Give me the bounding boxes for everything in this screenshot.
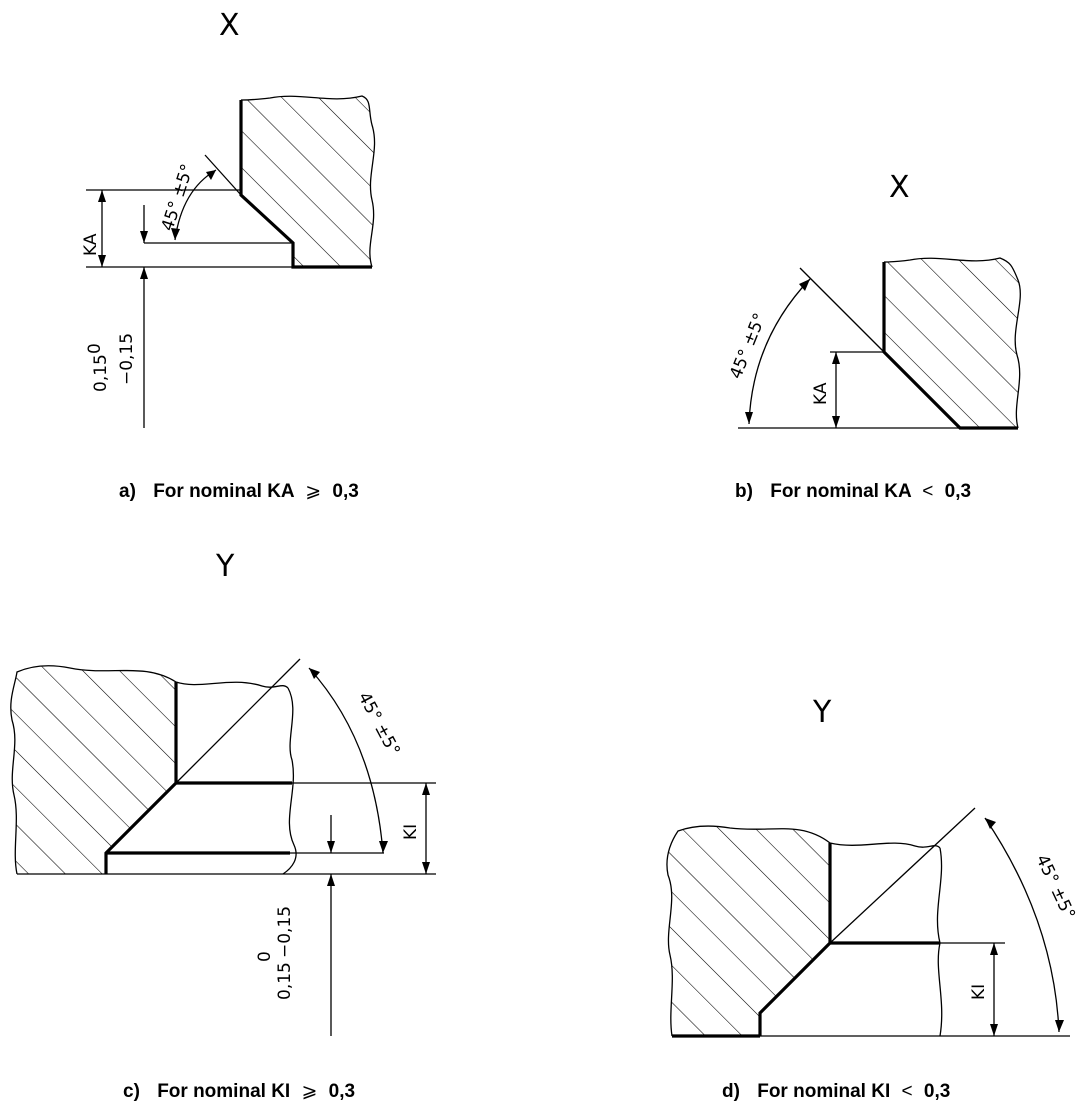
- view-d: Y 45° ±5° KI: [666, 695, 1079, 1038]
- view-c-break-left: [10, 665, 177, 875]
- view-d-break-right-lower: [937, 942, 943, 1037]
- view-c: Y 45° ±5° KI 0,15 0 −0,15: [10, 549, 436, 1036]
- view-b-angle-leader: [799, 267, 885, 353]
- view-c-section: [10, 665, 176, 874]
- view-c-angle-arc: [308, 667, 384, 854]
- view-c-angle-label: 45° ±5°: [354, 689, 404, 759]
- view-a-ka-label: KA: [81, 233, 101, 256]
- view-c-arrow-down: [422, 862, 430, 874]
- view-a-tol-upper: 0: [85, 343, 105, 354]
- view-c-angle-leader: [175, 658, 301, 784]
- caption-d-text: For nominal KI: [757, 1081, 890, 1102]
- view-d-angle-arc: [984, 817, 1060, 1033]
- caption-a-symbol: ⩾: [305, 481, 321, 502]
- view-a: X 45° ±5° KA 0,15 0 −0,15: [81, 8, 376, 428]
- view-d-break-left: [666, 825, 831, 1037]
- view-c-ki-label: KI: [401, 824, 421, 840]
- view-c-break-top: [175, 681, 289, 689]
- view-a-angle-label: 45° ±5°: [158, 162, 198, 234]
- view-d-angle-arrow-2: [1055, 1020, 1064, 1032]
- view-c-tol-lower: −0,15: [275, 906, 295, 958]
- caption-a: a) For nominal KA ⩾ 0,3: [119, 481, 359, 502]
- view-b-ka-label: KA: [811, 382, 831, 405]
- view-b-angle-arrow-1: [799, 279, 810, 291]
- view-a-tol-lower: −0,15: [117, 333, 137, 385]
- caption-a-prefix: a): [119, 481, 136, 502]
- view-c-arrow-up: [422, 783, 430, 795]
- view-d-angle-label: 45° ±5°: [1031, 852, 1078, 923]
- view-b-section: [884, 258, 1021, 428]
- view-b-arrow-down: [832, 416, 840, 428]
- view-d-ki-label: KI: [969, 984, 989, 1000]
- caption-a-text: For nominal KA: [153, 481, 295, 502]
- caption-b-text: For nominal KA: [770, 481, 912, 502]
- view-b-angle-arc: [748, 278, 811, 425]
- view-d-section: [666, 826, 830, 1036]
- caption-c: c) For nominal KI ⩾ 0,3: [123, 1081, 355, 1102]
- view-d-break-top: [829, 842, 941, 849]
- caption-d-symbol: <: [902, 1081, 913, 1102]
- view-a-angle-arrow-1: [206, 170, 216, 180]
- view-d-chamfer-edge: [758, 843, 832, 1036]
- view-d-break-right: [936, 847, 943, 944]
- view-b-letter: X: [889, 170, 910, 205]
- caption-b-prefix: b): [735, 481, 753, 502]
- view-d-letter: Y: [812, 695, 832, 730]
- view-b-angle-arrow-2: [745, 412, 753, 424]
- view-b-break-line: [883, 257, 1021, 429]
- caption-d: d) For nominal KI < 0,3: [722, 1081, 950, 1102]
- view-c-gap-arrow-bottom: [327, 874, 335, 886]
- view-b-arrow-up: [832, 352, 840, 364]
- view-a-tol-nominal: 0,15: [91, 354, 111, 392]
- view-c-chamfer-edge: [104, 682, 178, 874]
- view-d-angle-arrow-1: [985, 818, 996, 829]
- view-c-angle-arrow-1: [309, 668, 320, 679]
- view-d-arrow-up: [990, 943, 998, 955]
- view-a-section: [241, 96, 375, 267]
- view-c-tol-nominal: 0,15: [275, 962, 295, 1000]
- view-d-angle-leader: [829, 807, 976, 944]
- view-a-break-line: [240, 95, 376, 268]
- view-a-arrow-up: [98, 190, 106, 202]
- view-c-letter: Y: [215, 549, 235, 584]
- view-d-arrow-down: [990, 1024, 998, 1036]
- view-a-angle-arrow-2: [171, 228, 180, 240]
- caption-d-prefix: d): [722, 1081, 740, 1102]
- view-c-gap-arrow-top: [327, 841, 335, 853]
- caption-c-value: 0,3: [329, 1081, 355, 1102]
- view-b: X 45° ±5° KA: [726, 170, 1021, 430]
- view-a-gap-arrow-top: [140, 231, 148, 243]
- view-b-chamfer-edge: [882, 262, 1018, 430]
- caption-c-symbol: ⩾: [301, 1081, 317, 1102]
- caption-a-value: 0,3: [332, 481, 358, 502]
- view-c-break-right: [282, 687, 297, 875]
- caption-c-text: For nominal KI: [157, 1081, 290, 1102]
- caption-b-value: 0,3: [945, 481, 971, 502]
- view-c-angle-arrow-2: [379, 841, 388, 853]
- view-a-arrow-down: [98, 255, 106, 267]
- view-b-angle-label: 45° ±5°: [726, 310, 770, 382]
- view-a-gap-arrow-bottom: [140, 267, 148, 279]
- caption-c-prefix: c): [123, 1081, 140, 1102]
- view-c-tol-upper: 0: [255, 951, 275, 962]
- caption-d-value: 0,3: [924, 1081, 950, 1102]
- caption-b: b) For nominal KA < 0,3: [735, 481, 971, 502]
- view-a-angle-leader: [204, 154, 242, 196]
- view-a-letter: X: [219, 8, 240, 43]
- caption-b-symbol: <: [922, 481, 933, 502]
